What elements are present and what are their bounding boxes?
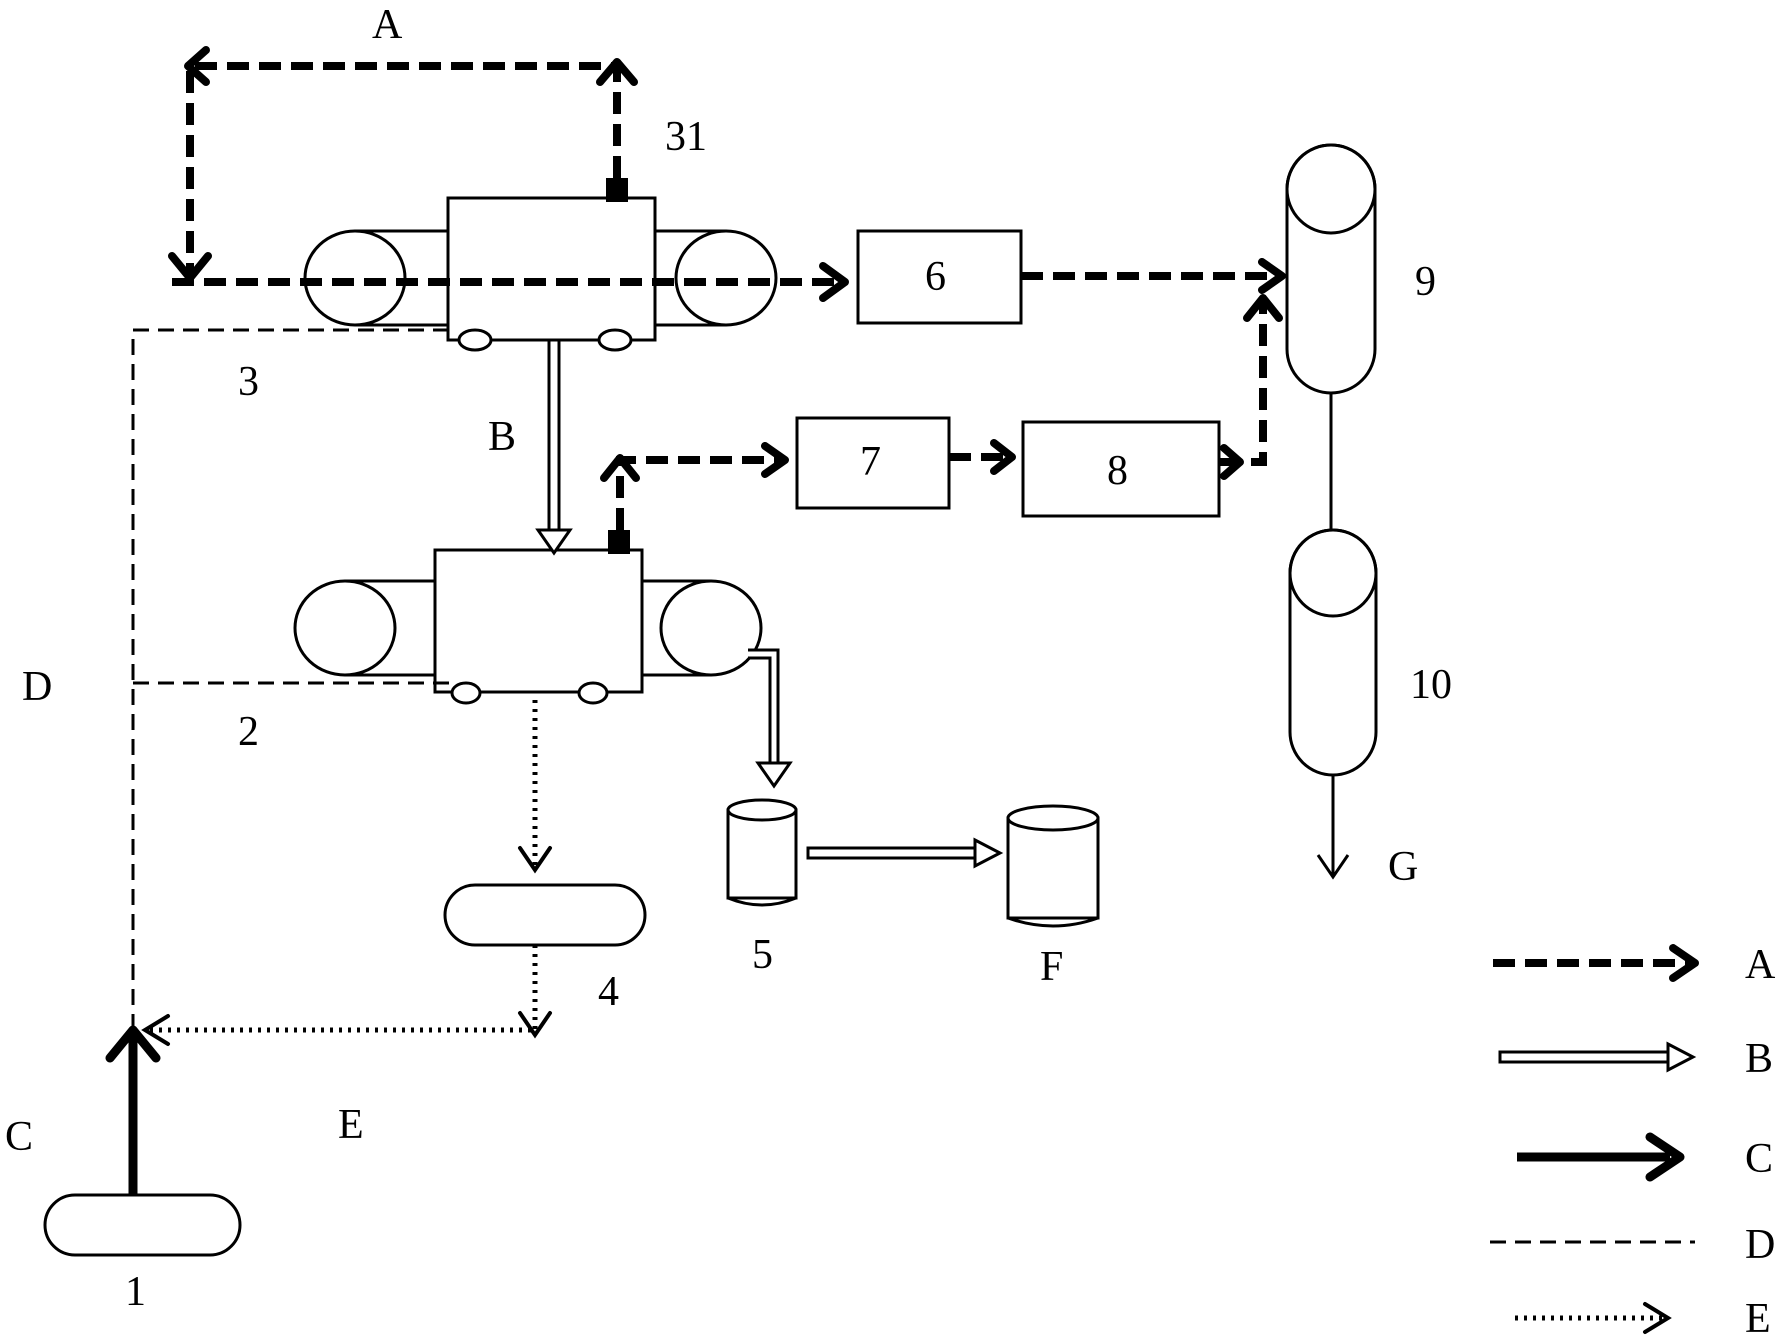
legend-label-b: B [1745,1036,1773,1082]
label-a-top: A [372,2,403,48]
label-6: 6 [925,254,946,300]
legend-label-a: A [1745,942,1776,988]
column-10 [1288,528,1378,777]
label-d-left: D [22,664,52,710]
label-4: 4 [598,969,619,1015]
label-5: 5 [752,932,773,978]
output-g-arrow [1316,775,1350,880]
label-f-product: F [1040,944,1063,990]
label-9: 9 [1415,259,1436,305]
unit-8-box [1021,420,1221,518]
flow-a-lines [168,46,1286,530]
flow-d-lines [131,328,458,1030]
container-5 [726,798,798,907]
label-31: 31 [665,114,707,160]
unit-4-capsule [443,883,647,947]
belt-filter-2 [293,530,763,705]
label-8: 8 [1107,448,1128,494]
label-7: 7 [860,439,881,485]
belt-filter-3 [303,178,778,352]
label-c-left: C [5,1114,33,1160]
container-f [1006,804,1100,928]
label-e-bottom: E [338,1102,364,1148]
flow-c-arrow [105,1025,161,1195]
label-3: 3 [238,359,259,405]
label-b-mid: B [488,414,516,460]
legend-label-d: D [1745,1222,1775,1268]
label-2: 2 [238,709,259,755]
legend-label-e: E [1745,1296,1771,1342]
flow-b-arrows [535,338,1004,869]
column-9 [1285,143,1377,395]
label-10: 10 [1410,662,1452,708]
unit-7-box [795,416,951,510]
unit-1-capsule [43,1193,242,1257]
legend [1490,944,1699,1334]
label-1: 1 [125,1269,146,1315]
flow-e-lines [141,700,552,1046]
legend-label-c: C [1745,1136,1773,1182]
label-g-output: G [1388,844,1418,890]
